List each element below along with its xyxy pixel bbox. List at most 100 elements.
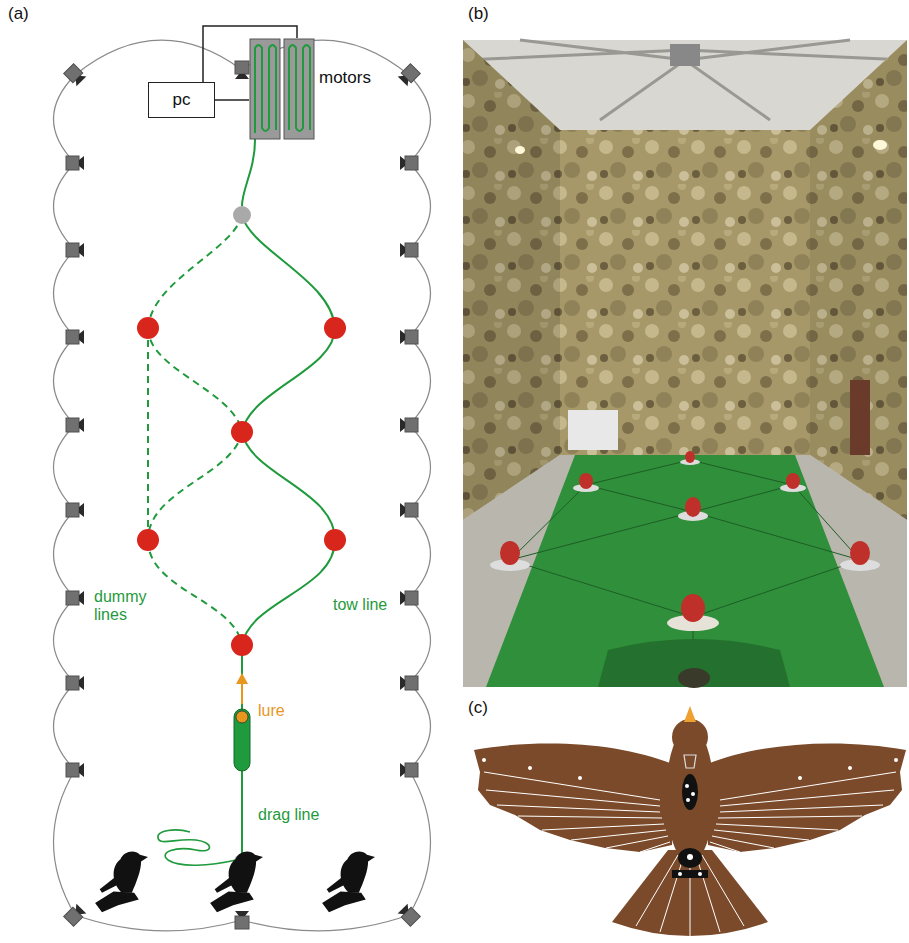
line-label: dummy lines bbox=[94, 588, 158, 625]
drawing-part bbox=[579, 473, 593, 489]
drawing-part bbox=[231, 421, 253, 443]
drawing-part bbox=[710, 772, 896, 852]
drawing-part bbox=[64, 64, 87, 87]
drawing-part bbox=[54, 75, 76, 915]
drawing-part bbox=[810, 40, 907, 520]
motor-housing bbox=[249, 38, 361, 140]
drawing-part bbox=[400, 330, 418, 344]
camera-wiring bbox=[54, 40, 431, 931]
motor-unit: motors bbox=[249, 38, 373, 140]
drawing-part bbox=[672, 719, 708, 755]
drawing-part bbox=[322, 852, 375, 913]
drawing-part bbox=[678, 668, 710, 688]
hawk-handlers bbox=[95, 852, 375, 913]
pulleys bbox=[137, 206, 346, 656]
computer-box: pc bbox=[148, 82, 215, 118]
drawing-part bbox=[234, 709, 250, 771]
drawing-part bbox=[66, 330, 84, 344]
drawing-part bbox=[242, 540, 335, 645]
drawing-part bbox=[236, 711, 248, 723]
drawing-part bbox=[670, 44, 700, 66]
motor-body bbox=[250, 39, 280, 139]
drawing-part bbox=[681, 594, 705, 622]
drawing-part bbox=[242, 215, 335, 328]
drawing-part bbox=[400, 503, 418, 517]
tow-line bbox=[242, 133, 335, 855]
drawing-part bbox=[95, 852, 148, 913]
motor-body bbox=[284, 39, 314, 139]
drawing-part bbox=[148, 215, 242, 328]
drawing-part bbox=[148, 540, 242, 645]
drawing-part bbox=[398, 64, 421, 87]
drawing-part bbox=[148, 328, 242, 432]
drawing-part bbox=[64, 904, 87, 927]
drawing-part bbox=[850, 380, 870, 455]
spool-line bbox=[255, 45, 276, 133]
drawing-part bbox=[400, 591, 418, 605]
drawing-part bbox=[400, 418, 418, 432]
drawing-part bbox=[236, 673, 248, 684]
drawing-part bbox=[684, 706, 696, 722]
drawing-part bbox=[324, 529, 346, 551]
drawing-part bbox=[578, 776, 582, 780]
drawing-part bbox=[235, 911, 249, 929]
drawing-part bbox=[400, 156, 418, 170]
drawing-part bbox=[850, 541, 870, 565]
drawing-part bbox=[463, 455, 907, 687]
drawing-part bbox=[148, 432, 242, 540]
drawing-part bbox=[672, 870, 708, 878]
drawing-part bbox=[894, 758, 898, 762]
drawing-part bbox=[324, 317, 346, 339]
drawing-part bbox=[482, 758, 486, 762]
drawing-part bbox=[400, 243, 418, 257]
lure bbox=[234, 673, 250, 771]
drawing-part bbox=[66, 503, 84, 517]
lure-label: lure bbox=[258, 702, 285, 720]
drawing-part bbox=[490, 451, 880, 631]
drawing-part bbox=[568, 410, 618, 450]
drawing-part bbox=[463, 40, 560, 520]
drawing-part bbox=[848, 766, 852, 770]
drawing-part bbox=[685, 497, 701, 517]
drawing-part bbox=[66, 763, 84, 777]
drawing-part bbox=[684, 755, 696, 768]
dummy-lines bbox=[148, 215, 242, 645]
drawing-part bbox=[486, 455, 884, 687]
drawing-part bbox=[409, 75, 431, 915]
spool-line bbox=[289, 45, 310, 131]
panel-letter: (c) bbox=[468, 698, 488, 718]
drawing-part bbox=[241, 682, 243, 704]
drawing-part bbox=[158, 830, 236, 865]
drawing-part bbox=[687, 854, 693, 860]
drawing-part bbox=[66, 243, 84, 257]
drawing-part bbox=[873, 140, 887, 150]
panel-letter: (b) bbox=[468, 4, 489, 24]
drawing-part bbox=[598, 639, 790, 687]
drawing-part bbox=[235, 61, 249, 79]
drawing-part bbox=[474, 743, 675, 852]
drawing-part bbox=[500, 541, 520, 565]
drawing-part bbox=[698, 872, 702, 876]
drawing-part bbox=[147, 328, 149, 540]
arena-photo bbox=[463, 40, 907, 688]
drawing-part bbox=[484, 772, 670, 852]
line-label: tow line bbox=[333, 596, 387, 614]
drawing-part bbox=[678, 872, 682, 876]
camera-array bbox=[64, 61, 421, 929]
drawing-part bbox=[686, 798, 690, 802]
drawing-part bbox=[786, 473, 800, 489]
motor-wire bbox=[215, 99, 249, 101]
drawing-part bbox=[691, 792, 695, 796]
drawing-part bbox=[241, 770, 243, 855]
drawing-part bbox=[137, 529, 159, 551]
drawing-part bbox=[682, 774, 698, 810]
panel-letter: (a) bbox=[8, 4, 29, 24]
line-label: drag line bbox=[258, 806, 319, 824]
drawing-part bbox=[242, 328, 335, 432]
drawing-part bbox=[685, 451, 695, 463]
drawing-part bbox=[66, 676, 84, 690]
drawing-part bbox=[510, 485, 860, 617]
drawing-part bbox=[231, 634, 253, 656]
